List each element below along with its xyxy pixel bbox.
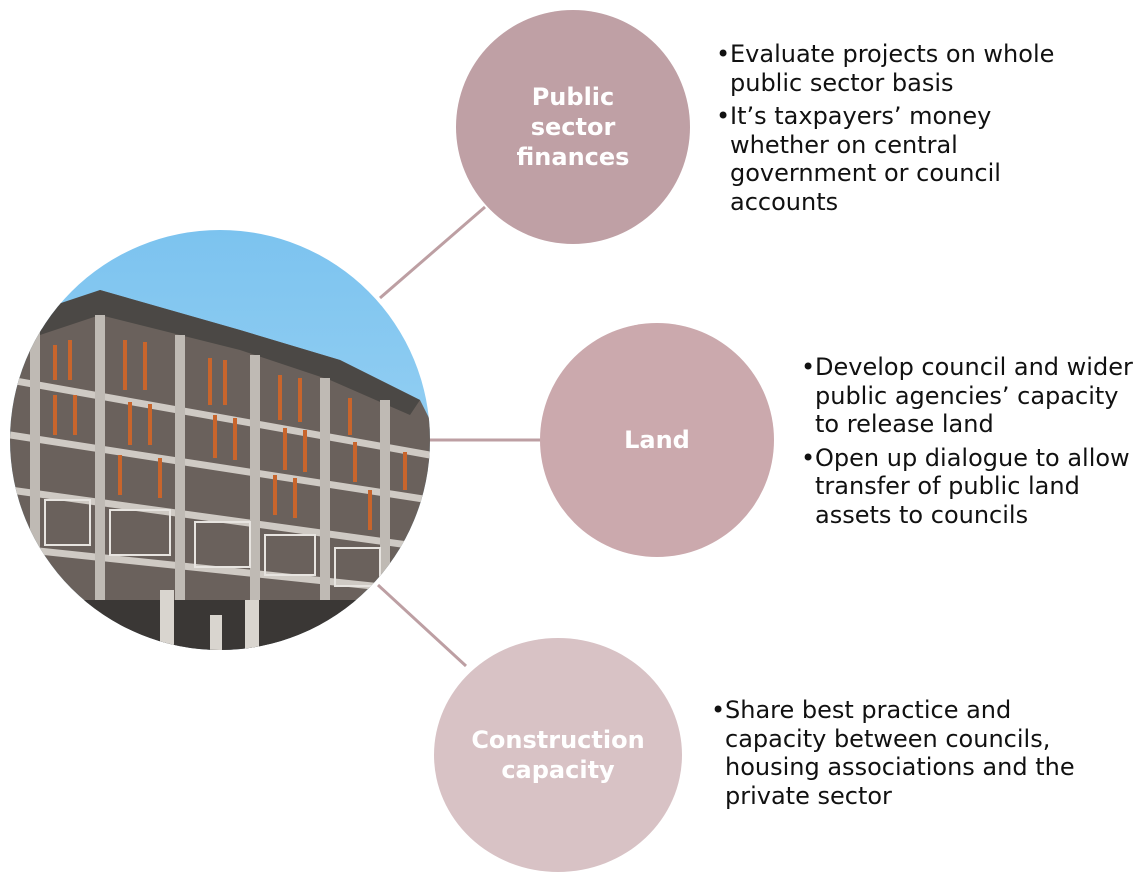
construction-capacity-circle: Construction capacity	[434, 638, 682, 872]
land-bullets: Develop council and wider public agencie…	[801, 353, 1134, 534]
bullet-item: Develop council and wider public agencie…	[801, 353, 1134, 439]
construction-building-photo	[10, 230, 430, 650]
bullet-item: Open up dialogue to allow transfer of pu…	[801, 444, 1134, 530]
construction-capacity-bullets: Share best practice and capacity between…	[711, 696, 1111, 815]
bullet-item: It’s taxpayers’ money whether on central…	[716, 102, 1066, 216]
land-circle: Land	[540, 323, 774, 557]
land-label: Land	[624, 426, 690, 454]
bullet-item: Evaluate projects on whole public sector…	[716, 40, 1066, 97]
bullet-item: Share best practice and capacity between…	[711, 696, 1111, 810]
building-illustration	[10, 230, 430, 650]
connector-finances	[379, 205, 486, 300]
public-sector-finances-label: Public sector finances	[516, 83, 630, 171]
public-sector-finances-bullets: Evaluate projects on whole public sector…	[716, 40, 1066, 221]
construction-capacity-label: Construction capacity	[471, 726, 645, 784]
connector-construction	[376, 583, 468, 668]
public-sector-finances-circle: Public sector finances	[456, 10, 690, 244]
